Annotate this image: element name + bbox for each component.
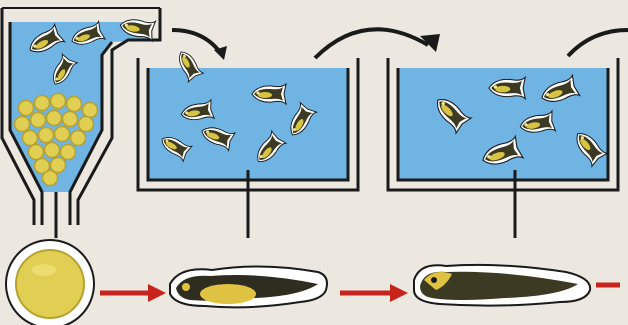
egg (43, 171, 58, 186)
egg (71, 131, 86, 146)
red-arrow-icon (340, 284, 408, 302)
egg (63, 112, 78, 127)
larva-icon (170, 266, 327, 307)
fry-icon (414, 265, 590, 306)
egg-cluster (15, 94, 98, 186)
fry-eye (431, 277, 437, 283)
egg (35, 96, 50, 111)
egg-yolk (16, 250, 84, 318)
egg (55, 127, 70, 142)
egg (45, 143, 60, 158)
egg (15, 117, 30, 132)
egg (29, 145, 44, 160)
tank-1-water (148, 68, 348, 180)
egg (83, 103, 98, 118)
egg (61, 145, 76, 160)
egg (47, 111, 62, 126)
egg (23, 131, 38, 146)
red-arrow-icon (100, 284, 166, 302)
larva-yolk-sac (200, 284, 256, 304)
egg-closeup (6, 240, 94, 325)
larva-eye (182, 283, 190, 291)
egg (51, 94, 66, 109)
curved-arrow-icon (568, 30, 628, 56)
egg (31, 113, 46, 128)
egg (79, 117, 94, 132)
egg (67, 97, 82, 112)
curved-arrow-icon (315, 29, 440, 58)
transfer-arrows (172, 29, 628, 60)
egg (19, 101, 34, 116)
egg (39, 128, 54, 143)
